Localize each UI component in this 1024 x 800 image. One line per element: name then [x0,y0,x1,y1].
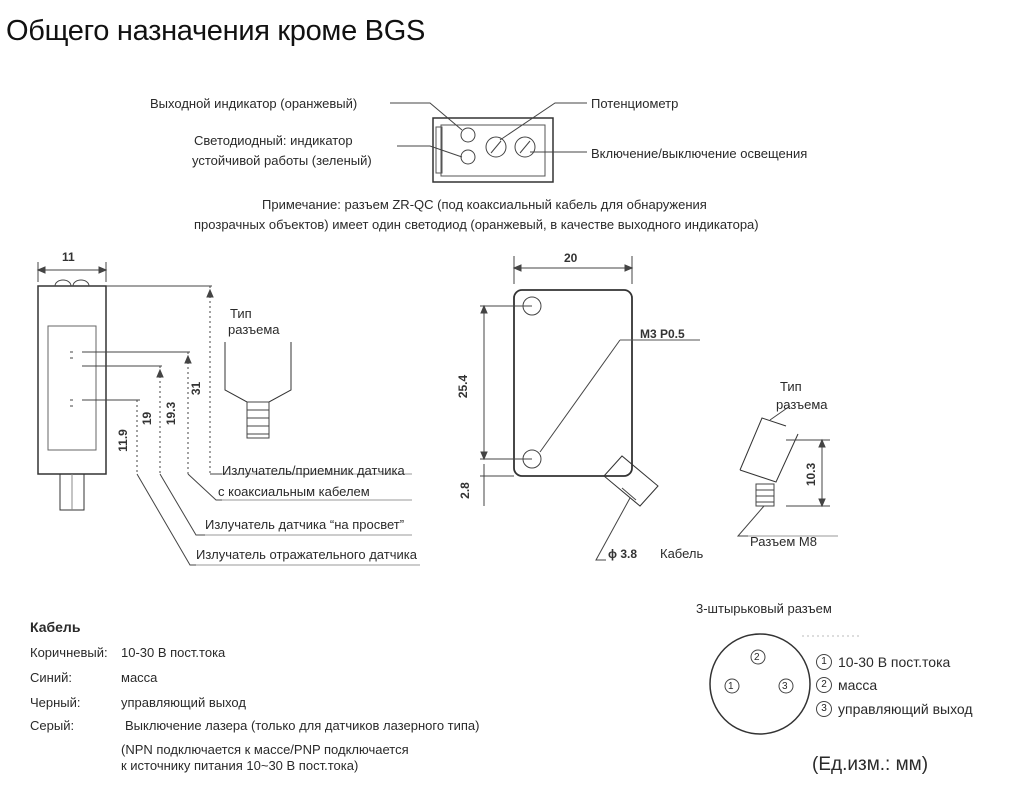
dim-side-width: 11 [62,250,75,264]
pin-label-3: управляющий выход [838,701,973,717]
cable-value-gray: Выключение лазера (только для датчиков л… [125,718,480,733]
pin-face-number-3: 3 [782,681,788,692]
front-view [480,256,700,560]
side-connector-type-line2: разъема [228,322,280,337]
top-view-panel [390,103,587,182]
label-led-indicator-line2: устойчивой работы (зеленый) [192,153,372,168]
side-connector-type-line1: Тип [230,306,252,321]
pin-number-circle-1: 1 [816,654,832,670]
label-coax-line1: Излучатель/приемник датчика [222,463,405,478]
cable-note-line1: (NPN подключается к массе/PNP подключает… [121,742,409,757]
potentiometer-icon [486,137,506,157]
label-cable-diameter: ϕ 3.8 [608,547,638,561]
dim-11-9: 11.9 [115,429,130,452]
pin-legend-1: 1 10-30 В пост.тока [816,654,950,670]
units-note: (Ед.изм.: мм) [812,754,929,775]
page-title: Общего назначения кроме BGS [6,15,425,47]
dim-19: 19 [140,411,155,426]
cable-value-black: управляющий выход [121,695,246,710]
connector-view [738,406,838,536]
label-m8: Разъем M8 [750,534,817,549]
cable-note-line2: к источнику питания 10~30 В пост.тока) [121,758,359,773]
label-led-indicator-line1: Светодиодный: индикатор [194,133,353,148]
label-reflective: Излучатель отражательного датчика [196,547,417,562]
pin-connector-heading: 3-штырьковый разъем [696,601,832,616]
cable-color-black: Черный: [30,695,81,710]
pin-face-number-1: 1 [728,681,734,692]
right-connector-type-line1: Тип [780,379,802,394]
side-view [38,262,420,565]
dim-front-width: 20 [564,251,578,265]
label-thread: M3 P0.5 [640,327,685,341]
label-cable: Кабель [660,546,704,561]
pin-legend-3: 3 управляющий выход [816,701,973,717]
cable-color-gray: Серый: [30,718,75,733]
label-light-switch: Включение/выключение освещения [591,146,808,161]
cable-value-brown: 10-30 В пост.тока [121,645,226,660]
dim-2-8: 2.8 [457,482,472,499]
note-line2: прозрачных объектов) имеет один светодио… [194,217,759,232]
pin-label-2: масса [838,677,878,693]
pin-legend-2: 2 масса [816,677,877,693]
pin-number-circle-3: 3 [816,701,832,717]
pin-connector-face [710,634,860,734]
label-coax-line2: с коаксиальным кабелем [218,484,370,499]
label-output-indicator: Выходной индикатор (оранжевый) [150,96,358,111]
cable-color-brown: Коричневый: [30,645,108,660]
dim-31: 31 [189,381,204,396]
label-through-beam: Излучатель датчика “на просвет” [205,517,405,532]
dim-25-4: 25.4 [456,374,471,399]
label-potentiometer: Потенциометр [591,96,679,111]
light-switch-icon [515,137,535,157]
dim-19-3: 19.3 [164,401,179,426]
stability-indicator-led-icon [461,150,475,164]
pin-face-number-2: 2 [754,652,760,663]
pin-label-1: 10-30 В пост.тока [838,654,951,670]
right-connector-type-line2: разъема [776,397,828,412]
note-line1: Примечание: разъем ZR-QC (под коаксиальн… [262,197,707,212]
cable-value-blue: масса [121,670,158,685]
pin-number-circle-2: 2 [816,677,832,693]
cable-heading: Кабель [30,619,81,635]
dim-10-3: 10.3 [804,462,819,487]
output-indicator-led-icon [461,128,475,142]
cable-color-blue: Синий: [30,670,72,685]
